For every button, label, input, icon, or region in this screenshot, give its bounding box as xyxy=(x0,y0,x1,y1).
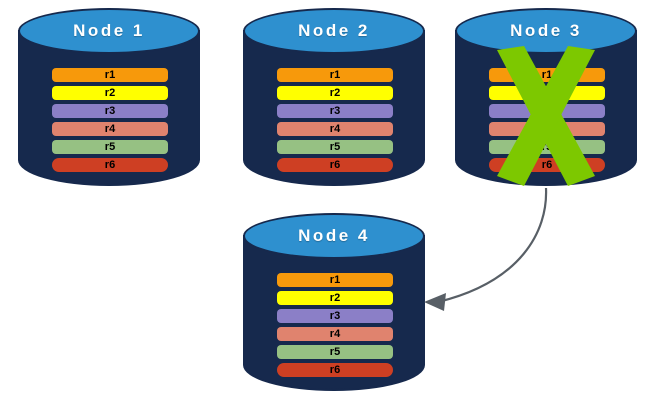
row-label: r6 xyxy=(329,363,341,376)
node-4-rows: r1 r2 r3 r4 r5 r6 xyxy=(277,273,393,378)
node-1-row-r4[interactable]: r4 xyxy=(52,122,168,136)
node-3[interactable]: Node 3 r1 r2 r3 r4 r5 r6 xyxy=(455,8,637,186)
node-4-row-r1[interactable]: r1 xyxy=(277,273,393,287)
node-2-cylinder-top xyxy=(243,8,425,54)
row-label: r1 xyxy=(541,68,553,81)
node-4[interactable]: Node 4 r1 r2 r3 r4 r5 r6 xyxy=(243,213,425,391)
row-label: r2 xyxy=(541,86,553,99)
row-label: r4 xyxy=(329,327,341,340)
node-3-row-r2[interactable]: r2 xyxy=(489,86,605,100)
node-2-row-r5[interactable]: r5 xyxy=(277,140,393,154)
node-1[interactable]: Node 1 r1 r2 r3 r4 r5 r6 xyxy=(18,8,200,186)
row-label: r5 xyxy=(329,345,341,358)
node-4-row-r4[interactable]: r4 xyxy=(277,327,393,341)
node-4-row-r3[interactable]: r3 xyxy=(277,309,393,323)
row-label: r6 xyxy=(541,158,553,171)
node-4-row-r2[interactable]: r2 xyxy=(277,291,393,305)
node-3-row-r4[interactable]: r4 xyxy=(489,122,605,136)
row-label: r5 xyxy=(329,140,341,153)
node-2-row-r3[interactable]: r3 xyxy=(277,104,393,118)
node-3-row-r1[interactable]: r1 xyxy=(489,68,605,82)
node-1-row-r1[interactable]: r1 xyxy=(52,68,168,82)
row-label: r2 xyxy=(329,291,341,304)
row-label: r1 xyxy=(329,68,341,81)
row-label: r4 xyxy=(104,122,116,135)
row-label: r3 xyxy=(541,104,553,117)
row-label: r5 xyxy=(541,140,553,153)
node-3-row-r6[interactable]: r6 xyxy=(489,158,605,172)
node-4-row-r5[interactable]: r5 xyxy=(277,345,393,359)
row-label: r6 xyxy=(104,158,116,171)
row-label: r1 xyxy=(329,273,341,286)
node-4-label: Node 4 xyxy=(298,226,370,245)
node-4-cylinder-top xyxy=(243,213,425,259)
row-label: r2 xyxy=(104,86,116,99)
node-3-rows: r1 r2 r3 r4 r5 r6 xyxy=(489,68,605,173)
row-label: r5 xyxy=(104,140,116,153)
node-2-row-r2[interactable]: r2 xyxy=(277,86,393,100)
row-label: r3 xyxy=(104,104,116,117)
row-label: r3 xyxy=(329,104,341,117)
row-label: r1 xyxy=(104,68,116,81)
node-2-row-r4[interactable]: r4 xyxy=(277,122,393,136)
node-2-row-r1[interactable]: r1 xyxy=(277,68,393,82)
node-3-row-r3[interactable]: r3 xyxy=(489,104,605,118)
arrow-curve xyxy=(437,187,548,304)
row-label: r2 xyxy=(329,86,341,99)
node-3-row-r5[interactable]: r5 xyxy=(489,140,605,154)
row-label: r4 xyxy=(541,122,553,135)
node-1-cylinder-top xyxy=(18,8,200,54)
row-label: r4 xyxy=(329,122,341,135)
node-4-row-r6[interactable]: r6 xyxy=(277,363,393,377)
node-2-rows: r1 r2 r3 r4 r5 r6 xyxy=(277,68,393,173)
node-1-row-r2[interactable]: r2 xyxy=(52,86,168,100)
node-2[interactable]: Node 2 r1 r2 r3 r4 r5 r6 xyxy=(243,8,425,186)
arrow-head-icon xyxy=(424,293,446,311)
node-3-label: Node 3 xyxy=(510,21,582,40)
node-1-row-r5[interactable]: r5 xyxy=(52,140,168,154)
row-label: r6 xyxy=(329,158,341,171)
row-label: r3 xyxy=(329,309,341,322)
node-1-row-r3[interactable]: r3 xyxy=(52,104,168,118)
node-1-rows: r1 r2 r3 r4 r5 r6 xyxy=(52,68,168,173)
node-1-label: Node 1 xyxy=(73,21,145,40)
node-1-row-r6[interactable]: r6 xyxy=(52,158,168,172)
node-2-row-r6[interactable]: r6 xyxy=(277,158,393,172)
node-2-label: Node 2 xyxy=(298,21,370,40)
